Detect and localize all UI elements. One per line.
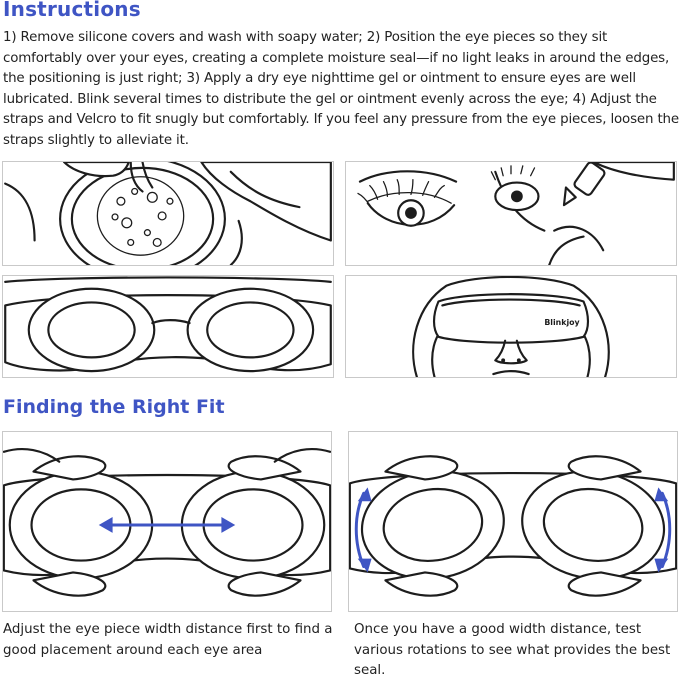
gel-drawing bbox=[357, 162, 675, 265]
wash-drawing bbox=[4, 162, 332, 265]
fit-title: Finding the Right Fit bbox=[3, 396, 225, 418]
step2-eyepieces-illustration bbox=[2, 275, 334, 378]
wearing-drawing: Blinkjoy bbox=[412, 276, 610, 377]
step4-wearing-illustration: Blinkjoy bbox=[345, 275, 677, 378]
mask-brand-logo: Blinkjoy bbox=[544, 318, 579, 327]
fit-width-caption: Adjust the eye piece width distance firs… bbox=[3, 622, 333, 658]
step3-gel-illustration bbox=[345, 161, 677, 266]
fit-rotation-illustration bbox=[348, 431, 678, 612]
instructions-title: Instructions bbox=[3, 0, 141, 21]
fit-width-illustration bbox=[2, 431, 332, 612]
instructions-text: 1) Remove silicone covers and wash with … bbox=[3, 30, 679, 148]
step1-wash-illustration bbox=[2, 161, 334, 266]
rotation-drawing bbox=[349, 455, 677, 597]
eyepieces-drawing bbox=[4, 276, 332, 373]
width-drawing bbox=[3, 448, 331, 597]
fit-rotation-caption: Once you have a good width distance, tes… bbox=[354, 622, 671, 678]
